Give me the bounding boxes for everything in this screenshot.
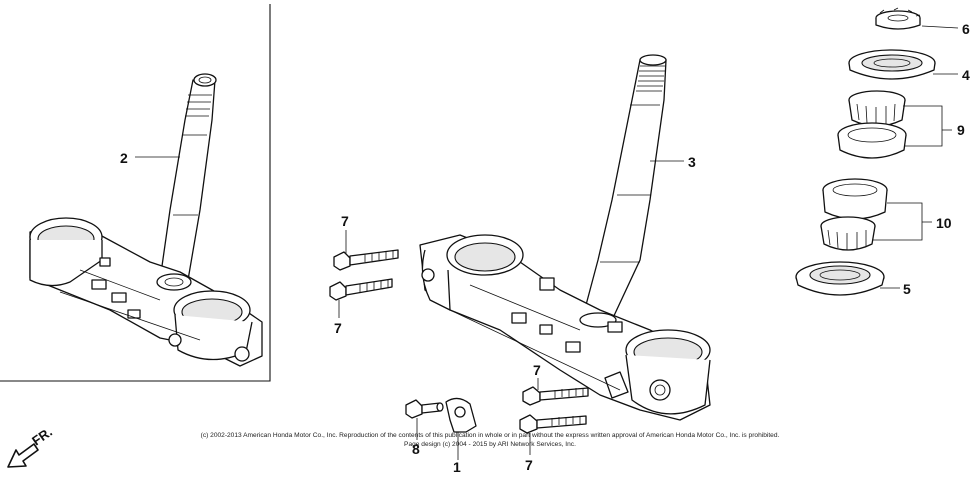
callout-3: 3 [688,154,696,170]
bolt-7b [329,278,393,301]
steering-stem-assembly-center [419,54,711,421]
front-arrow-icon [7,443,39,468]
dust-seal-4 [848,49,936,80]
callout-9: 9 [957,122,965,138]
bolt-7d [519,414,587,434]
callout-2: 2 [120,150,128,166]
bearing-10 [820,178,888,251]
callout-4: 4 [962,67,970,83]
copyright-line-1: (c) 2002-2013 American Honda Motor Co., … [201,432,780,439]
callout-7c: 7 [533,362,541,378]
bolt-8 [405,399,444,419]
nut-6 [875,7,921,30]
callout-5: 5 [903,281,911,297]
bolt-7c [522,386,589,406]
copyright-line-2: Page design (c) 2004 - 2015 by ARI Netwo… [404,441,576,448]
bolt-7a [333,249,399,271]
callout-7b: 7 [334,320,342,336]
inset-frame [0,4,271,382]
callout-6: 6 [962,21,970,37]
callout-7a: 7 [341,213,349,229]
steering-stem-assembly-left [29,73,263,367]
callout-8: 8 [412,441,420,457]
dust-seal-5 [795,261,885,296]
bearing-9 [837,90,907,159]
callout-10: 10 [936,215,952,231]
callout-7d: 7 [525,457,533,473]
front-arrow: FR. [7,424,55,468]
callout-1: 1 [453,459,461,475]
clamp-1 [445,397,477,433]
leader-lines [135,25,959,460]
